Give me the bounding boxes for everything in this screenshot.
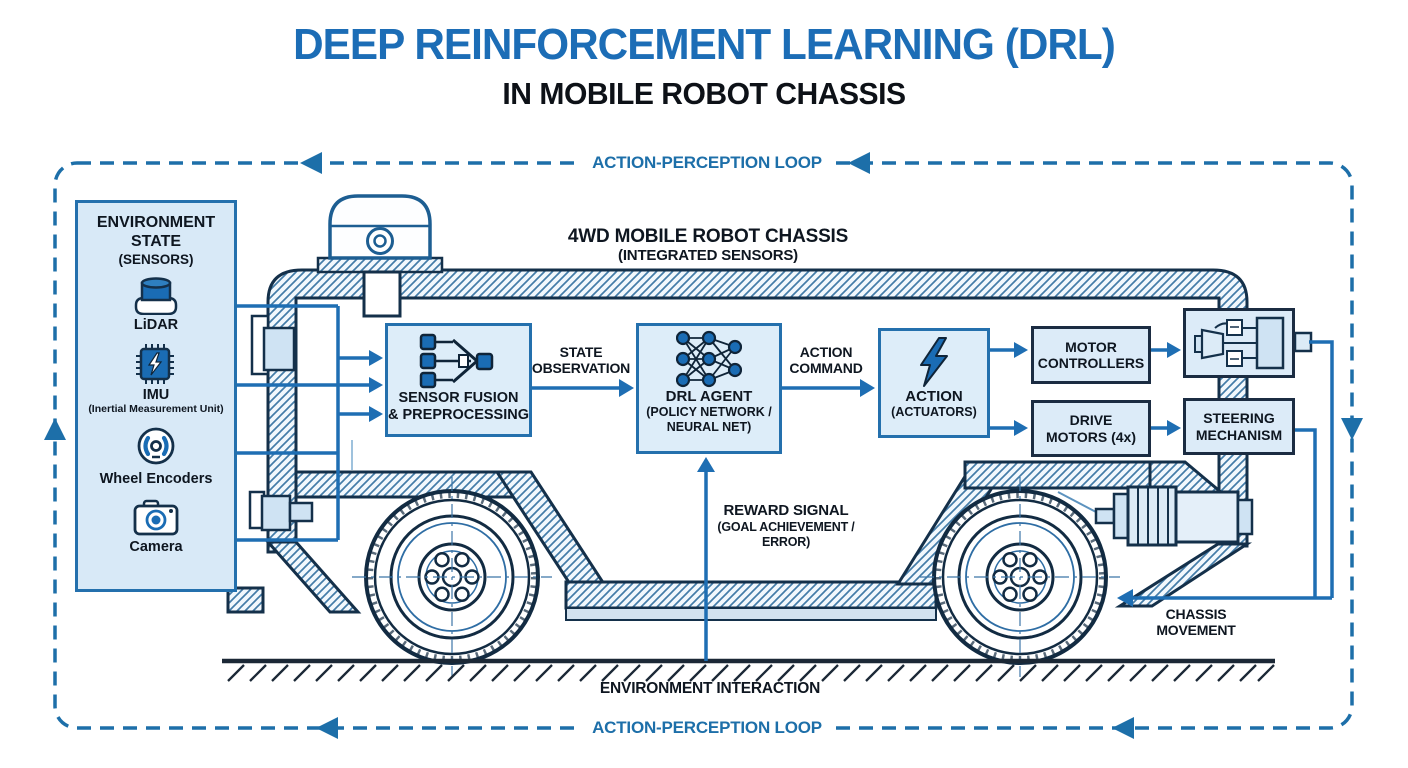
wheel-encoder-icon [137, 427, 175, 465]
motor-controllers-box: MOTOR CONTROLLERS [1031, 326, 1151, 384]
steering-mechanism-box: STEERING MECHANISM [1183, 398, 1295, 455]
loop-label-bottom: ACTION-PERCEPTION LOOP [582, 717, 832, 739]
roof-lidar-sensor [328, 194, 432, 318]
robot-chassis-drawing [226, 256, 1253, 621]
imu-chip-icon [135, 344, 174, 384]
loop-arrow-bottom-right [1112, 717, 1134, 739]
drl-agent-box: DRL AGENT (POLICY NETWORK / NEURAL NET) [636, 323, 782, 454]
ground-line [222, 658, 1275, 682]
signal-flow-arrowheads [369, 342, 1181, 607]
front-sensor-modules [248, 314, 314, 532]
environment-state-subtitle: (SENSORS) [118, 252, 194, 267]
sensor-label-wheel-encoders: Wheel Encoders [99, 471, 213, 487]
environment-state-title: ENVIRONMENT STATE [96, 214, 216, 250]
state-observation-label: STATE OBSERVATION [531, 344, 631, 376]
chassis-movement-label: CHASSIS MOVEMENT [1156, 606, 1236, 638]
neural-network-icon [676, 330, 742, 388]
sensor-sublabel-imu: (Inertial Measurement Unit) [88, 403, 224, 415]
environment-state-panel: ENVIRONMENT STATE (SENSORS) LiDAR [75, 200, 237, 592]
environment-interaction-label: ENVIRONMENT INTERACTION [599, 680, 821, 697]
fusion-icon [419, 333, 493, 389]
rear-wheel [920, 477, 1120, 677]
sensor-fusion-box: SENSOR FUSION & PREPROCESSING [385, 323, 532, 437]
sensor-item-camera: Camera [129, 499, 183, 555]
sensor-label-camera: Camera [129, 539, 183, 555]
loop-arrow-top-right [848, 152, 870, 174]
lidar-icon [134, 277, 178, 315]
loop-arrow-left-up [44, 418, 66, 440]
sensor-item-wheel-encoders: Wheel Encoders [99, 425, 213, 487]
loop-arrow-right-down [1341, 418, 1363, 440]
front-wheel [352, 477, 552, 677]
action-command-label: ACTION COMMAND [789, 344, 863, 376]
loop-arrow-top-left [300, 152, 322, 174]
steering-motor-shaft [1293, 331, 1313, 353]
reward-signal-label: REWARD SIGNAL (GOAL ACHIEVEMENT / ERROR) [717, 502, 855, 549]
drive-motors-box: DRIVE MOTORS (4x) [1031, 400, 1151, 457]
action-box: ACTION (ACTUATORS) [878, 328, 990, 438]
lightning-bolt-icon [920, 337, 948, 387]
sensor-item-imu: IMU (Inertial Measurement Unit) [88, 343, 224, 415]
sensor-label-lidar: LiDAR [133, 317, 179, 333]
page-subtitle: IN MOBILE ROBOT CHASSIS [21, 76, 1387, 112]
sensor-item-lidar: LiDAR [133, 275, 179, 333]
chassis-title: 4WD MOBILE ROBOT CHASSIS (INTEGRATED SEN… [567, 226, 849, 264]
rear-drive-motor [1057, 485, 1254, 547]
signal-flow-arrows [237, 304, 1334, 661]
lidar-mount-plate [316, 256, 444, 274]
sensor-label-imu: IMU [142, 387, 170, 403]
camera-icon [133, 499, 179, 536]
title-line1: DEEP REINFORCEMENT LEARNING (DRL) [293, 20, 1116, 69]
loop-label-top: ACTION-PERCEPTION LOOP [582, 152, 832, 174]
title-line2: IN MOBILE ROBOT CHASSIS [502, 76, 906, 111]
steering-motor-box [1183, 308, 1295, 378]
page-title: DEEP REINFORCEMENT LEARNING (DRL) [28, 20, 1380, 70]
loop-arrow-bottom-left [316, 717, 338, 739]
motor-gearbox-icon [1194, 316, 1285, 370]
